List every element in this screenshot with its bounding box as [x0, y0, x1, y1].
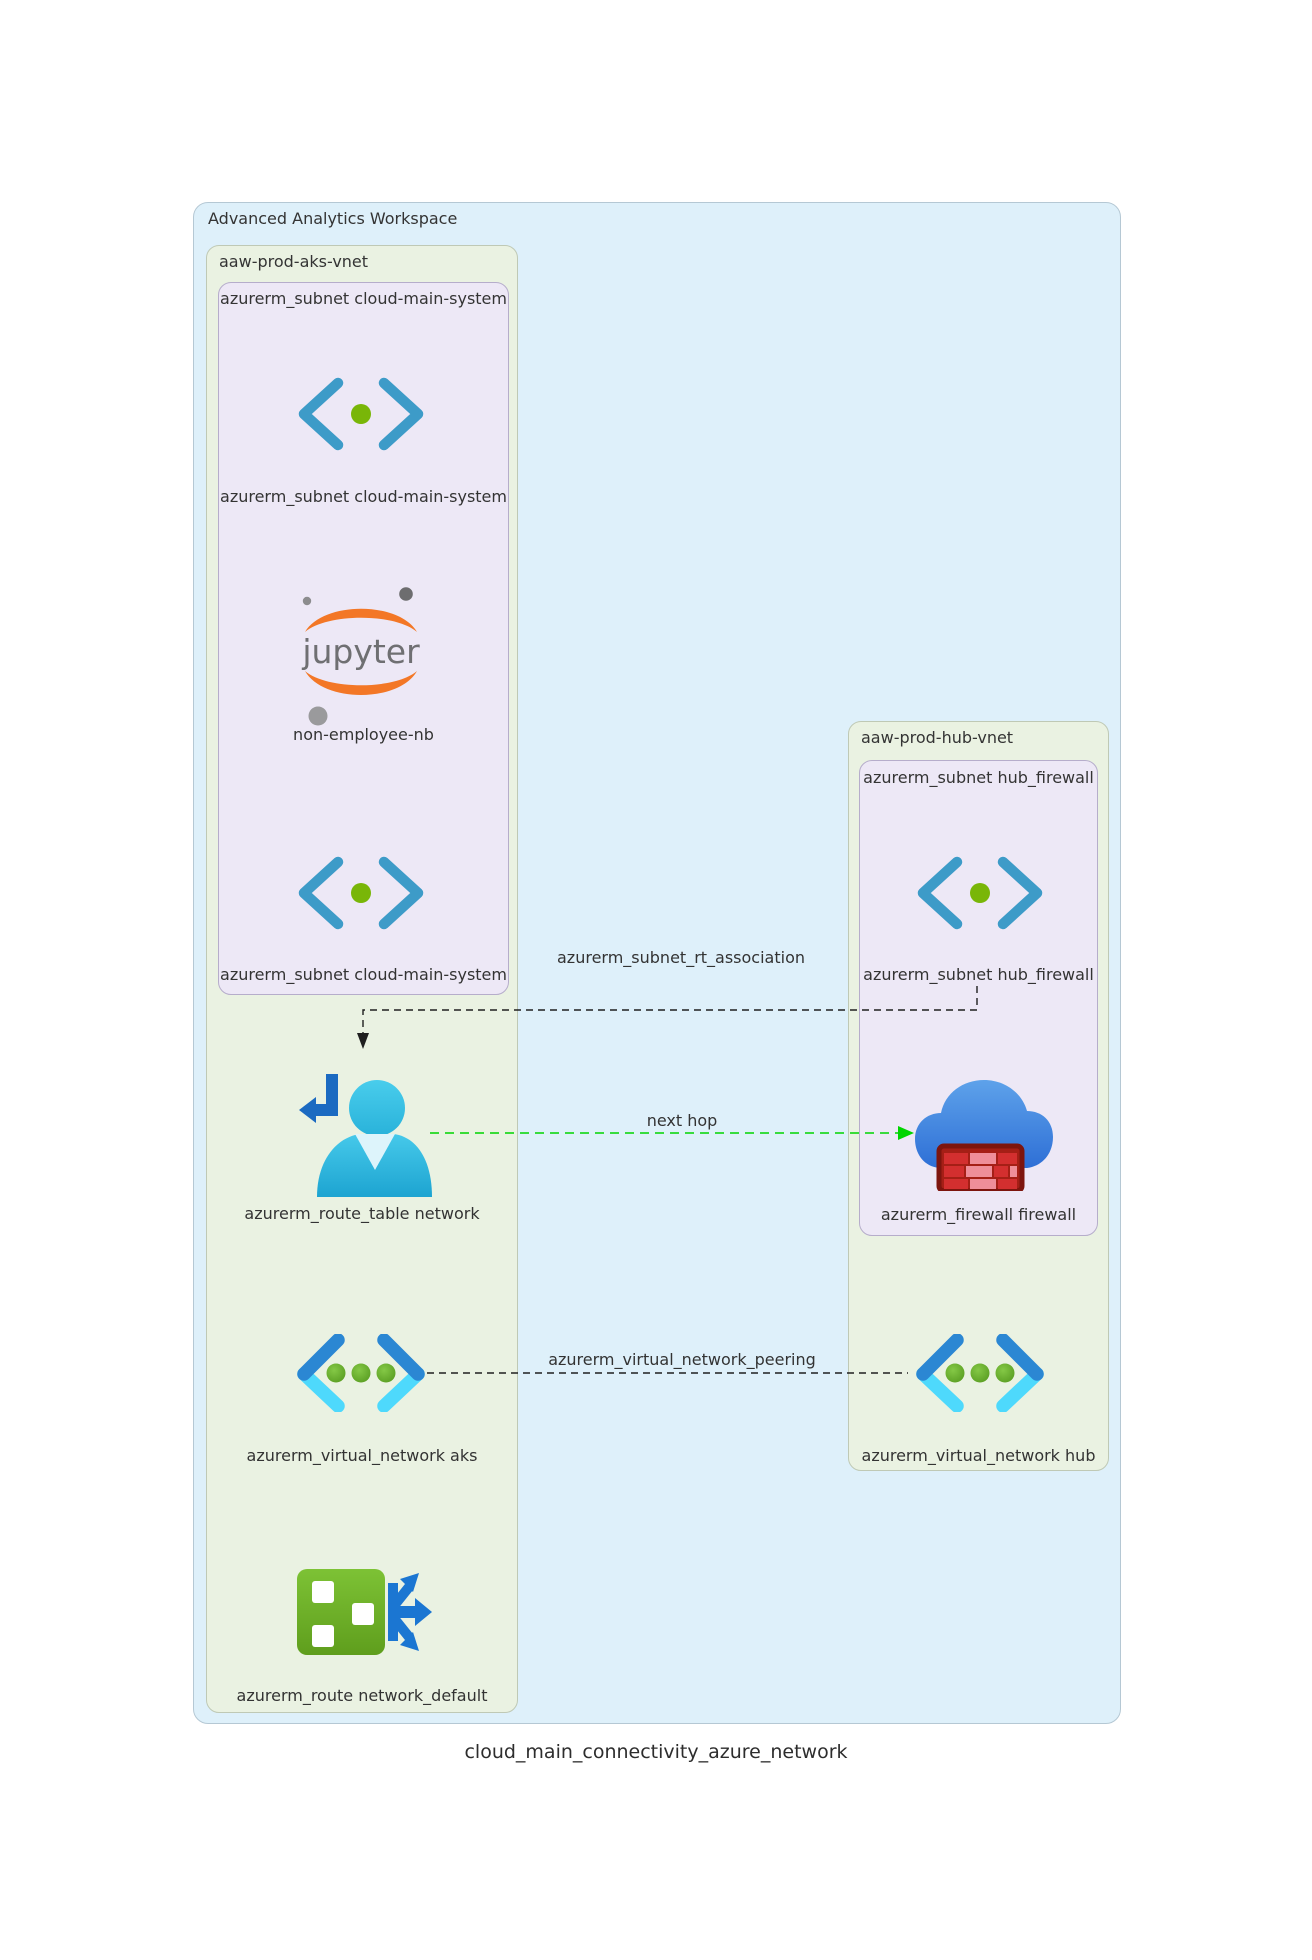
route-table-icon [299, 1074, 432, 1197]
azure-subnet-icon [298, 377, 424, 451]
node-label-vnet-hub: azurerm_virtual_network hub [861, 1446, 1096, 1465]
cluster-aks-vnet: aaw-prod-aks-vnet azurerm_subnet cloud-m… [206, 245, 518, 1713]
edge-label-rt-association: azurerm_subnet_rt_association [557, 948, 805, 967]
cluster-aks-subnet: azurerm_subnet cloud-main-system azurerm… [218, 282, 509, 995]
route-icon [297, 1569, 432, 1655]
edge-label-vnet-peering: azurerm_virtual_network_peering [548, 1350, 816, 1369]
cluster-hub-vnet: aaw-prod-hub-vnet azurerm_subnet hub_fir… [848, 721, 1109, 1471]
node-label-subnet-hub-firewall: azurerm_subnet hub_firewall [863, 965, 1094, 984]
node-label-jupyter-notebook: non-employee-nb [293, 725, 434, 744]
node-label-route-default: azurerm_route network_default [236, 1686, 488, 1705]
node-label-subnet-upper: azurerm_subnet cloud-main-system [220, 487, 507, 506]
azure-firewall-icon [915, 1080, 1053, 1191]
cluster-aks-subnet-label: azurerm_subnet cloud-main-system [220, 289, 507, 308]
jupyter-logo-text: jupyter [301, 632, 420, 671]
azure-subnet-icon [917, 856, 1043, 930]
cluster-hub-subnet-label: azurerm_subnet hub_firewall [863, 768, 1094, 787]
diagram-caption: cloud_main_connectivity_azure_network [464, 1741, 848, 1763]
cluster-hub-subnet: azurerm_subnet hub_firewall azurerm_subn… [859, 760, 1098, 1236]
virtual-network-icon [297, 1334, 425, 1412]
cluster-hub-vnet-label: aaw-prod-hub-vnet [861, 728, 1014, 747]
virtual-network-icon [916, 1334, 1044, 1412]
cluster-workspace-label: Advanced Analytics Workspace [208, 209, 458, 228]
azure-subnet-icon [298, 856, 424, 930]
jupyter-logo: jupyter [301, 587, 420, 726]
edge-label-next-hop: next hop [646, 1111, 718, 1130]
cluster-advanced-analytics-workspace: Advanced Analytics Workspace aaw-prod-ak… [193, 202, 1121, 1724]
node-label-route-table: azurerm_route_table network [244, 1204, 480, 1223]
node-label-subnet-lower: azurerm_subnet cloud-main-system [220, 965, 507, 984]
node-label-vnet-aks: azurerm_virtual_network aks [246, 1446, 478, 1465]
node-label-firewall: azurerm_firewall firewall [880, 1205, 1077, 1224]
cluster-aks-vnet-label: aaw-prod-aks-vnet [219, 252, 369, 271]
